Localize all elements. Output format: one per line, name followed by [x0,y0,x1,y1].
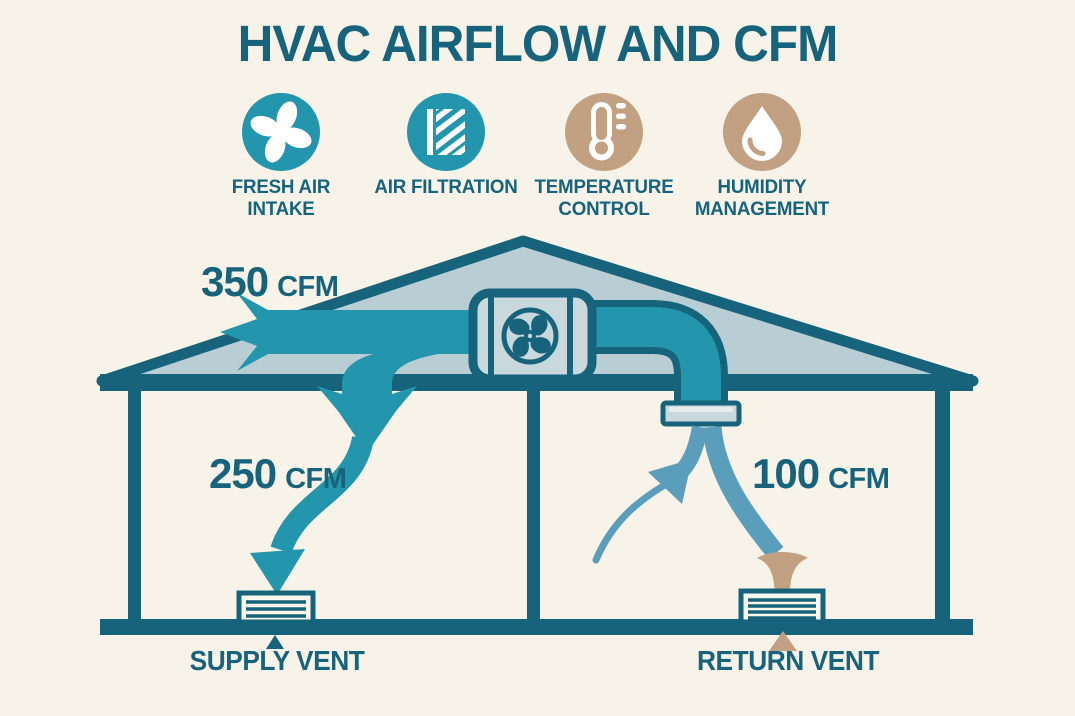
center-wall [527,388,540,621]
thermometer-icon [589,102,626,161]
feature-label-humidity: HUMIDITY MANAGEMENT [694,176,830,221]
supply-vent [236,590,316,625]
intake-cfm-unit: CFM [277,271,339,303]
return-cfm-value: 100 [752,450,820,497]
return-vent-label: RETURN VENT [696,645,880,676]
left-wall [128,388,141,621]
return-funnel [757,552,808,594]
air-filtration-circle [407,93,485,171]
return-pointer [769,631,797,651]
feature-label-fresh-air: FRESH AIR INTAKE [231,176,331,221]
temperature-circle [565,93,643,171]
return-stream-right [702,425,784,559]
return-vent [738,588,826,625]
fan-icon [250,101,312,163]
right-wall [935,388,950,621]
intake-arrow [220,293,473,371]
supply-cfm-value: 250 [209,450,277,497]
diffuser-plate [660,400,742,427]
filter-icon [427,109,465,155]
supply-pointer [266,635,284,649]
fresh-air-circle [242,93,320,171]
return-cfm-unit: CFM [828,463,890,495]
intake-cfm-value: 350 [201,258,269,305]
return-stream-wisp [592,478,674,564]
feature-label-temperature: TEMPERATURE CONTROL [534,176,674,221]
supply-vent-label: SUPPLY VENT [189,645,365,676]
floor [100,619,973,635]
supply-curve [270,435,374,555]
return-cfm-label: 100 CFM [752,450,890,498]
supply-cfm-unit: CFM [285,463,347,495]
duct [592,307,721,411]
supply-arrowhead [250,549,305,595]
diffuser-highlight [669,407,733,412]
supply-branch-arrow [317,352,452,453]
droplet-icon [742,106,782,161]
supply-cfm-label: 250 CFM [209,450,347,498]
intake-cfm-label: 350 CFM [201,258,339,306]
page-title: HVAC AIRFLOW AND CFM [237,15,839,72]
attic-fan-unit [468,288,597,384]
humidity-circle [723,93,801,171]
feature-label-air-filtration: AIR FILTRATION [374,176,518,198]
attic-fan-icon [501,307,559,365]
